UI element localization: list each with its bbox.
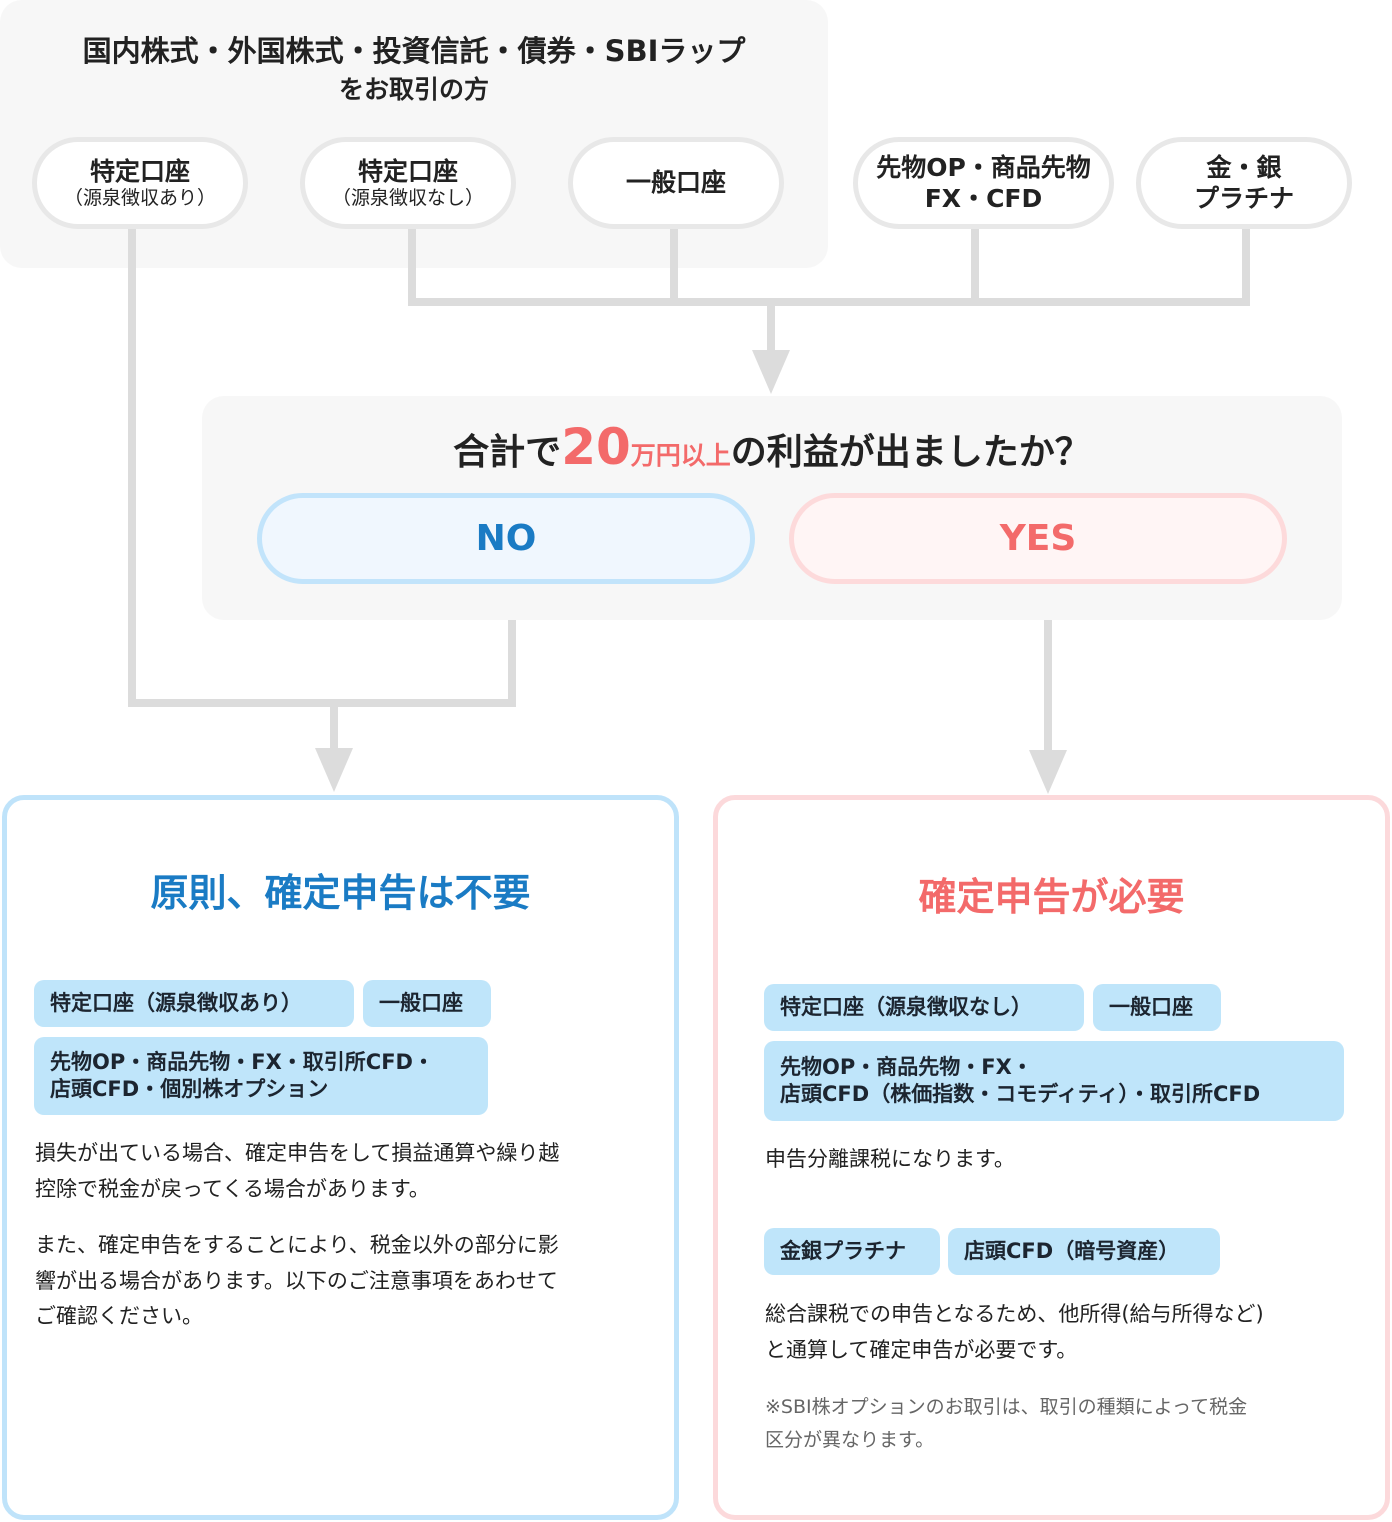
connector <box>128 699 516 707</box>
tag: 一般口座 <box>363 980 491 1027</box>
arrow-down-icon <box>752 350 790 394</box>
yes-result-text2: 総合課税での申告となるため、他所得(給与所得など) と通算して確定申告が必要です… <box>765 1297 1264 1368</box>
yes-result-box: 確定申告が必要 特定口座（源泉徴収なし） 一般口座 先物OP・商品先物・FX・ … <box>713 795 1390 1520</box>
group-title-line1: 国内株式・外国株式・投資信託・債券・SBIラップ <box>82 34 746 68</box>
connector <box>1242 226 1250 306</box>
connector <box>508 582 516 707</box>
no-result-para2: また、確定申告をすることにより、税金以外の部分に影 響が出る場合があります。以下… <box>35 1228 559 1335</box>
connector <box>408 226 416 306</box>
tag-line: 店頭CFD・個別株オプション <box>50 1077 329 1101</box>
tag: 特定口座（源泉徴収なし） <box>764 984 1084 1031</box>
question-suffix: の利益が出ましたか？ <box>730 432 1091 473</box>
question-amount: 20 <box>561 418 631 476</box>
group-title: 国内株式・外国株式・投資信託・債券・SBIラップ をお取引の方 <box>0 30 828 108</box>
connector <box>971 226 979 306</box>
no-result-box: 原則、確定申告は不要 特定口座（源泉徴収あり） 一般口座 先物OP・商品先物・F… <box>2 795 679 1520</box>
note-line: ※SBI株オプションのお取引は、取引の種類によって税金 <box>765 1396 1248 1418</box>
question-prefix: 合計で <box>453 432 562 473</box>
text-line: また、確定申告をすることにより、税金以外の部分に影 <box>35 1233 559 1257</box>
text-line: 損失が出ている場合、確定申告をして損益通算や繰り越 <box>35 1141 560 1165</box>
account-general: 一般口座 <box>568 137 784 229</box>
tag-line: 先物OP・商品先物・FX・取引所CFD・ <box>50 1049 434 1074</box>
pill-label: 金・銀 <box>1206 152 1282 182</box>
arrow-down-icon <box>1029 750 1067 794</box>
pill-label: 先物OP・商品先物 <box>876 152 1091 182</box>
question-text: 合計で20万円以上の利益が出ましたか？ <box>202 418 1342 476</box>
no-result-title: 原則、確定申告は不要 <box>150 871 531 915</box>
connector <box>767 306 775 352</box>
account-tokutei-no-withholding: 特定口座 （源泉徴収なし） <box>300 137 516 229</box>
pill-label: FX・CFD <box>924 184 1043 213</box>
arrow-down-icon <box>315 748 353 792</box>
connector <box>128 229 136 707</box>
no-result-para1: 損失が出ている場合、確定申告をして損益通算や繰り越 控除で税金が戻ってくる場合が… <box>35 1136 559 1207</box>
no-answer[interactable]: NO <box>257 493 755 584</box>
connector <box>408 298 1250 306</box>
pill-label: 一般口座 <box>625 168 726 198</box>
text-line: と通算して確定申告が必要です。 <box>765 1337 1078 1362</box>
pill-label: 特定口座 <box>89 156 190 186</box>
tag: 特定口座（源泉徴収あり） <box>34 980 354 1027</box>
tag: 店頭CFD（暗号資産） <box>948 1228 1220 1275</box>
product-futures-fx-cfd: 先物OP・商品先物 FX・CFD <box>853 137 1114 229</box>
connector <box>1044 582 1052 752</box>
tag: 金銀プラチナ <box>764 1228 940 1275</box>
yes-answer[interactable]: YES <box>789 493 1287 584</box>
yes-result-text1: 申告分離課税になります。 <box>765 1147 1015 1171</box>
tag-line: 店頭CFD（株価指数・コモディティ）・取引所CFD <box>780 1082 1261 1106</box>
tag: 一般口座 <box>1093 984 1221 1031</box>
question-unit: 万円以上 <box>630 441 731 470</box>
tag-line: 先物OP・商品先物・FX・ <box>780 1054 1033 1079</box>
pill-sub: （源泉徴収なし） <box>331 186 484 209</box>
pill-label: プラチナ <box>1193 184 1294 213</box>
connector <box>330 705 338 750</box>
text-line: 控除で税金が戻ってくる場合があります。 <box>35 1176 430 1201</box>
text-line: ご確認ください。 <box>35 1304 203 1329</box>
text-line: 総合課税での申告となるため、他所得(給与所得など) <box>765 1302 1264 1326</box>
tag-derivatives: 先物OP・商品先物・FX・取引所CFD・ 店頭CFD・個別株オプション <box>34 1037 488 1115</box>
group-title-line2: をお取引の方 <box>338 75 489 105</box>
connector <box>670 226 678 306</box>
account-tokutei-withholding: 特定口座 （源泉徴収あり） <box>32 137 248 229</box>
product-gold-silver-platinum: 金・銀 プラチナ <box>1136 137 1352 229</box>
yes-result-note: ※SBI株オプションのお取引は、取引の種類によって税金 区分が異なります。 <box>765 1391 1247 1458</box>
pill-label: 特定口座 <box>357 156 458 186</box>
tag-derivatives: 先物OP・商品先物・FX・ 店頭CFD（株価指数・コモディティ）・取引所CFD <box>764 1041 1344 1121</box>
yes-result-title: 確定申告が必要 <box>918 875 1185 919</box>
pill-sub: （源泉徴収あり） <box>63 186 216 209</box>
note-line: 区分が異なります。 <box>765 1429 935 1452</box>
text-line: 響が出る場合があります。以下のご注意事項をあわせて <box>35 1268 558 1293</box>
